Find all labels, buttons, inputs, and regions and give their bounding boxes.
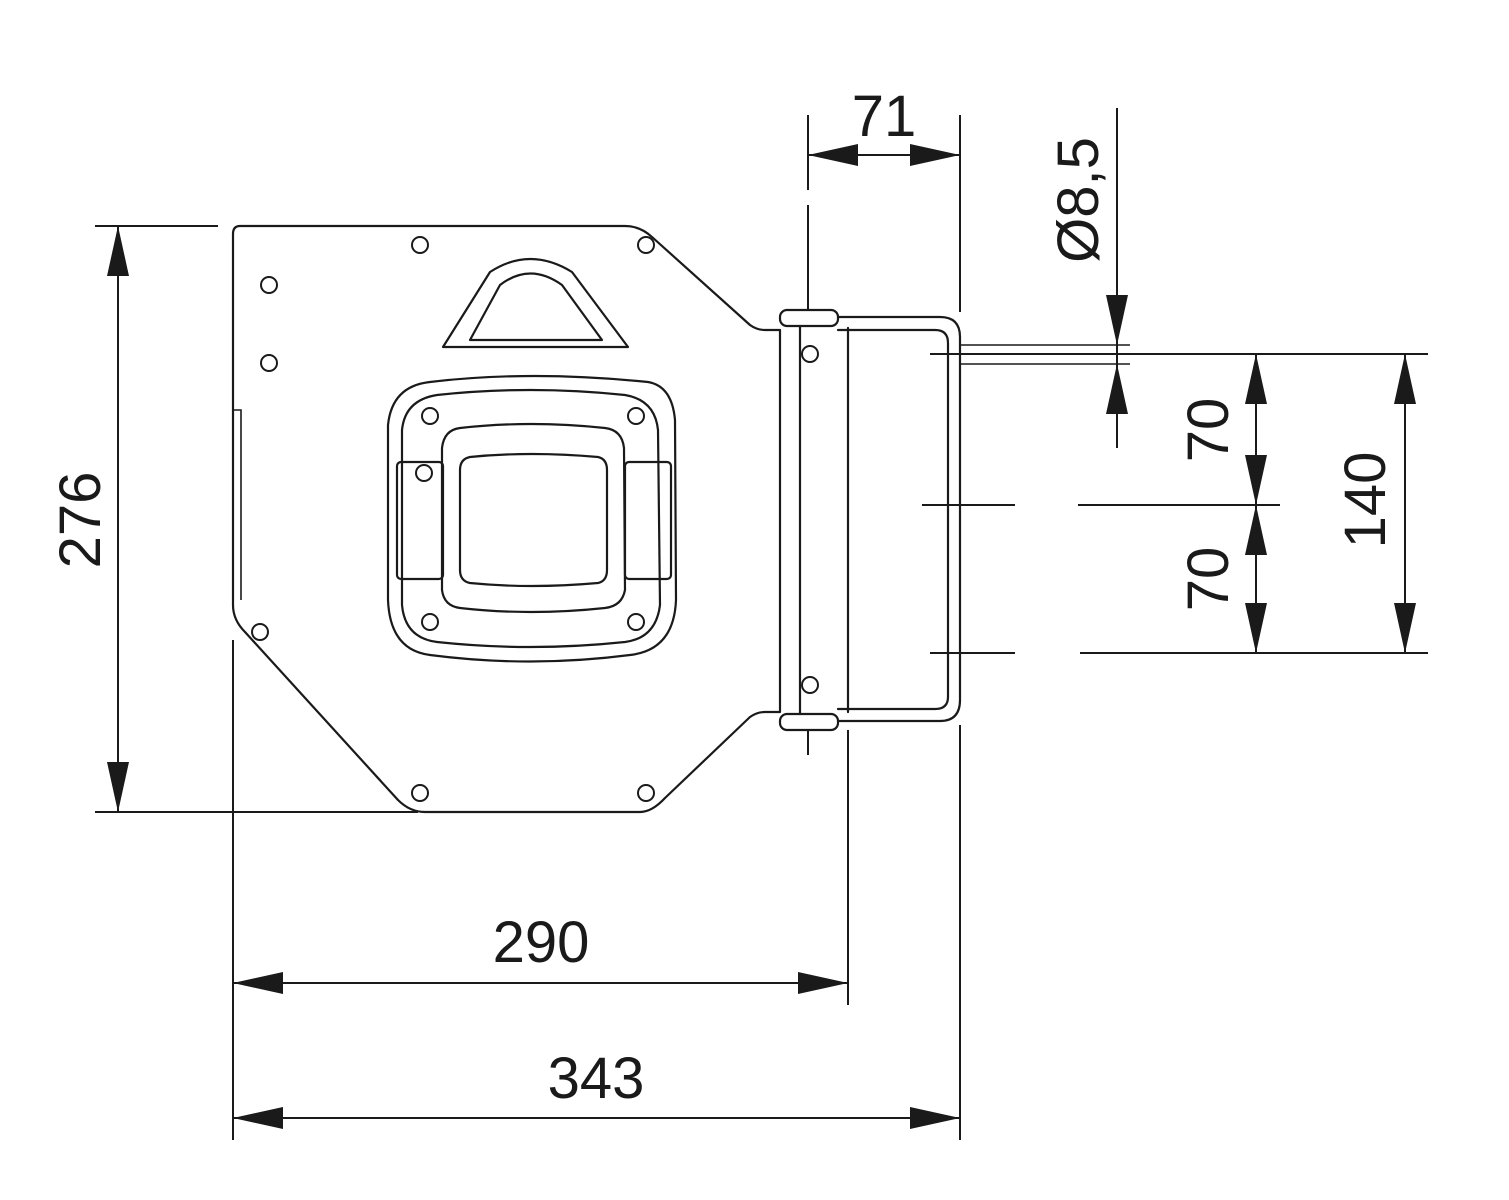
- screw-holes: [251, 236, 819, 802]
- dimension-70-upper: 70: [1176, 354, 1267, 505]
- dim-label-70-upper: 70: [1176, 398, 1241, 463]
- dimension-hole-diameter: Ø8,5: [1046, 137, 1128, 414]
- dimension-71: 71: [808, 84, 960, 166]
- wall-bracket: [778, 205, 1130, 755]
- carry-handle: [441, 257, 630, 349]
- dim-label-diameter: Ø8,5: [1046, 137, 1111, 263]
- housing-side-edge: [233, 409, 242, 600]
- dimension-70-lower: 70: [1176, 505, 1267, 653]
- dim-label-276: 276: [48, 472, 113, 569]
- reel-housing: [231, 224, 819, 814]
- dim-label-290: 290: [493, 910, 590, 975]
- dim-label-343: 343: [548, 1046, 645, 1111]
- dimension-276: 276: [48, 226, 129, 812]
- dimension-343: 343: [233, 1046, 960, 1129]
- hub-grip-left: [395, 460, 445, 581]
- dim-label-71: 71: [852, 84, 917, 149]
- housing-outline: [231, 224, 782, 814]
- bracket-arm: [798, 315, 962, 723]
- dimension-290: 290: [233, 910, 848, 994]
- hub-grip-right: [623, 460, 673, 581]
- dim-label-70-lower: 70: [1176, 547, 1241, 612]
- dim-label-140: 140: [1333, 452, 1398, 549]
- drum-hub: [386, 374, 678, 663]
- dimension-140: 140: [1333, 354, 1416, 653]
- bracket-hinge-bottom: [778, 712, 840, 732]
- bracket-hinge-top: [778, 308, 840, 328]
- extension-lines: [95, 108, 1428, 1140]
